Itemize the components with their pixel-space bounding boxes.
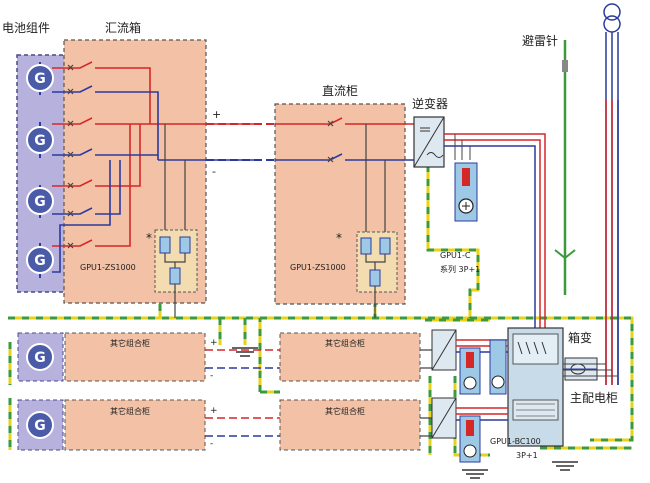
svg-text:G: G: [34, 194, 46, 210]
lightning-rod: [554, 40, 576, 295]
combiner-negative-inputs: [52, 85, 262, 273]
combiner-model-label: GPU1-ZS1000: [80, 263, 136, 272]
other-cabinet-label-4: 其它组合柜: [325, 406, 365, 416]
lower-spd-2: [459, 415, 481, 463]
other-cabinet-label-1: 其它组合柜: [110, 338, 150, 348]
dc-asterisk: *: [336, 231, 342, 245]
box-transformer: [507, 327, 564, 447]
dc-link: + -: [206, 108, 275, 178]
svg-text:G: G: [34, 133, 46, 149]
svg-text:G: G: [34, 418, 46, 434]
transformer-feeders: [605, 100, 619, 385]
generator-3: G: [26, 185, 54, 218]
svg-text:-: -: [210, 371, 213, 381]
lower-row-1: G 其它组合柜 + - 其它组合柜: [17, 332, 432, 382]
svg-text:+: +: [210, 338, 218, 348]
svg-text:+: +: [210, 406, 218, 416]
spd-c-series-label: 系列 3P+1: [440, 264, 480, 274]
main-distribution-label: 主配电柜: [570, 391, 618, 405]
other-cabinet-label-2: 其它组合柜: [325, 338, 365, 348]
spd-c-model-label: GPU1-C: [440, 251, 471, 260]
combiner-positive-inputs: [52, 61, 262, 247]
dc-spd: [356, 231, 398, 318]
generator-4: G: [26, 243, 54, 278]
spd-bc-poles-label: 3P+1: [516, 451, 538, 460]
dc-model-label: GPU1-ZS1000: [290, 263, 346, 272]
plus-label-1: +: [212, 108, 221, 121]
dc-cabinet-label: 直流柜: [322, 84, 358, 98]
combiner-asterisk: *: [146, 231, 152, 245]
svg-text:G: G: [34, 253, 46, 269]
inverter-label: 逆变器: [412, 96, 448, 111]
combiner-spd: [154, 124, 198, 318]
combiner-box-label: 汇流箱: [105, 20, 141, 35]
dc-cabinet-switch-marks: [327, 120, 334, 163]
box-transformer-label: 箱变: [568, 330, 592, 345]
ground-symbols: [232, 347, 578, 479]
generator-2: G: [26, 122, 54, 158]
lightning-rod-label: 避雷针: [522, 33, 558, 48]
battery-module-label: 电池组件: [2, 21, 50, 35]
svg-text:G: G: [34, 71, 46, 87]
main-distribution-spd: [563, 357, 598, 381]
svg-text:-: -: [210, 439, 213, 449]
lower-spd-1: [459, 347, 481, 395]
spd-bc-model-label: GPU1-BC100: [490, 437, 541, 446]
minus-label-1: -: [212, 165, 216, 178]
svg-text:G: G: [34, 350, 46, 366]
combiner-switch-marks: [67, 64, 74, 249]
generator-1: G: [26, 62, 54, 95]
lower-row-2: G 其它组合柜 + - 其它组合柜: [17, 399, 432, 451]
inverter-ac-output: [444, 133, 546, 330]
lower-inverter-1: [431, 329, 457, 371]
other-cabinet-label-3: 其它组合柜: [110, 406, 150, 416]
lower-inverter-2: [431, 397, 457, 439]
spd-c: [454, 162, 478, 222]
inverter: [413, 116, 445, 168]
lower-box-spd: [489, 339, 507, 395]
